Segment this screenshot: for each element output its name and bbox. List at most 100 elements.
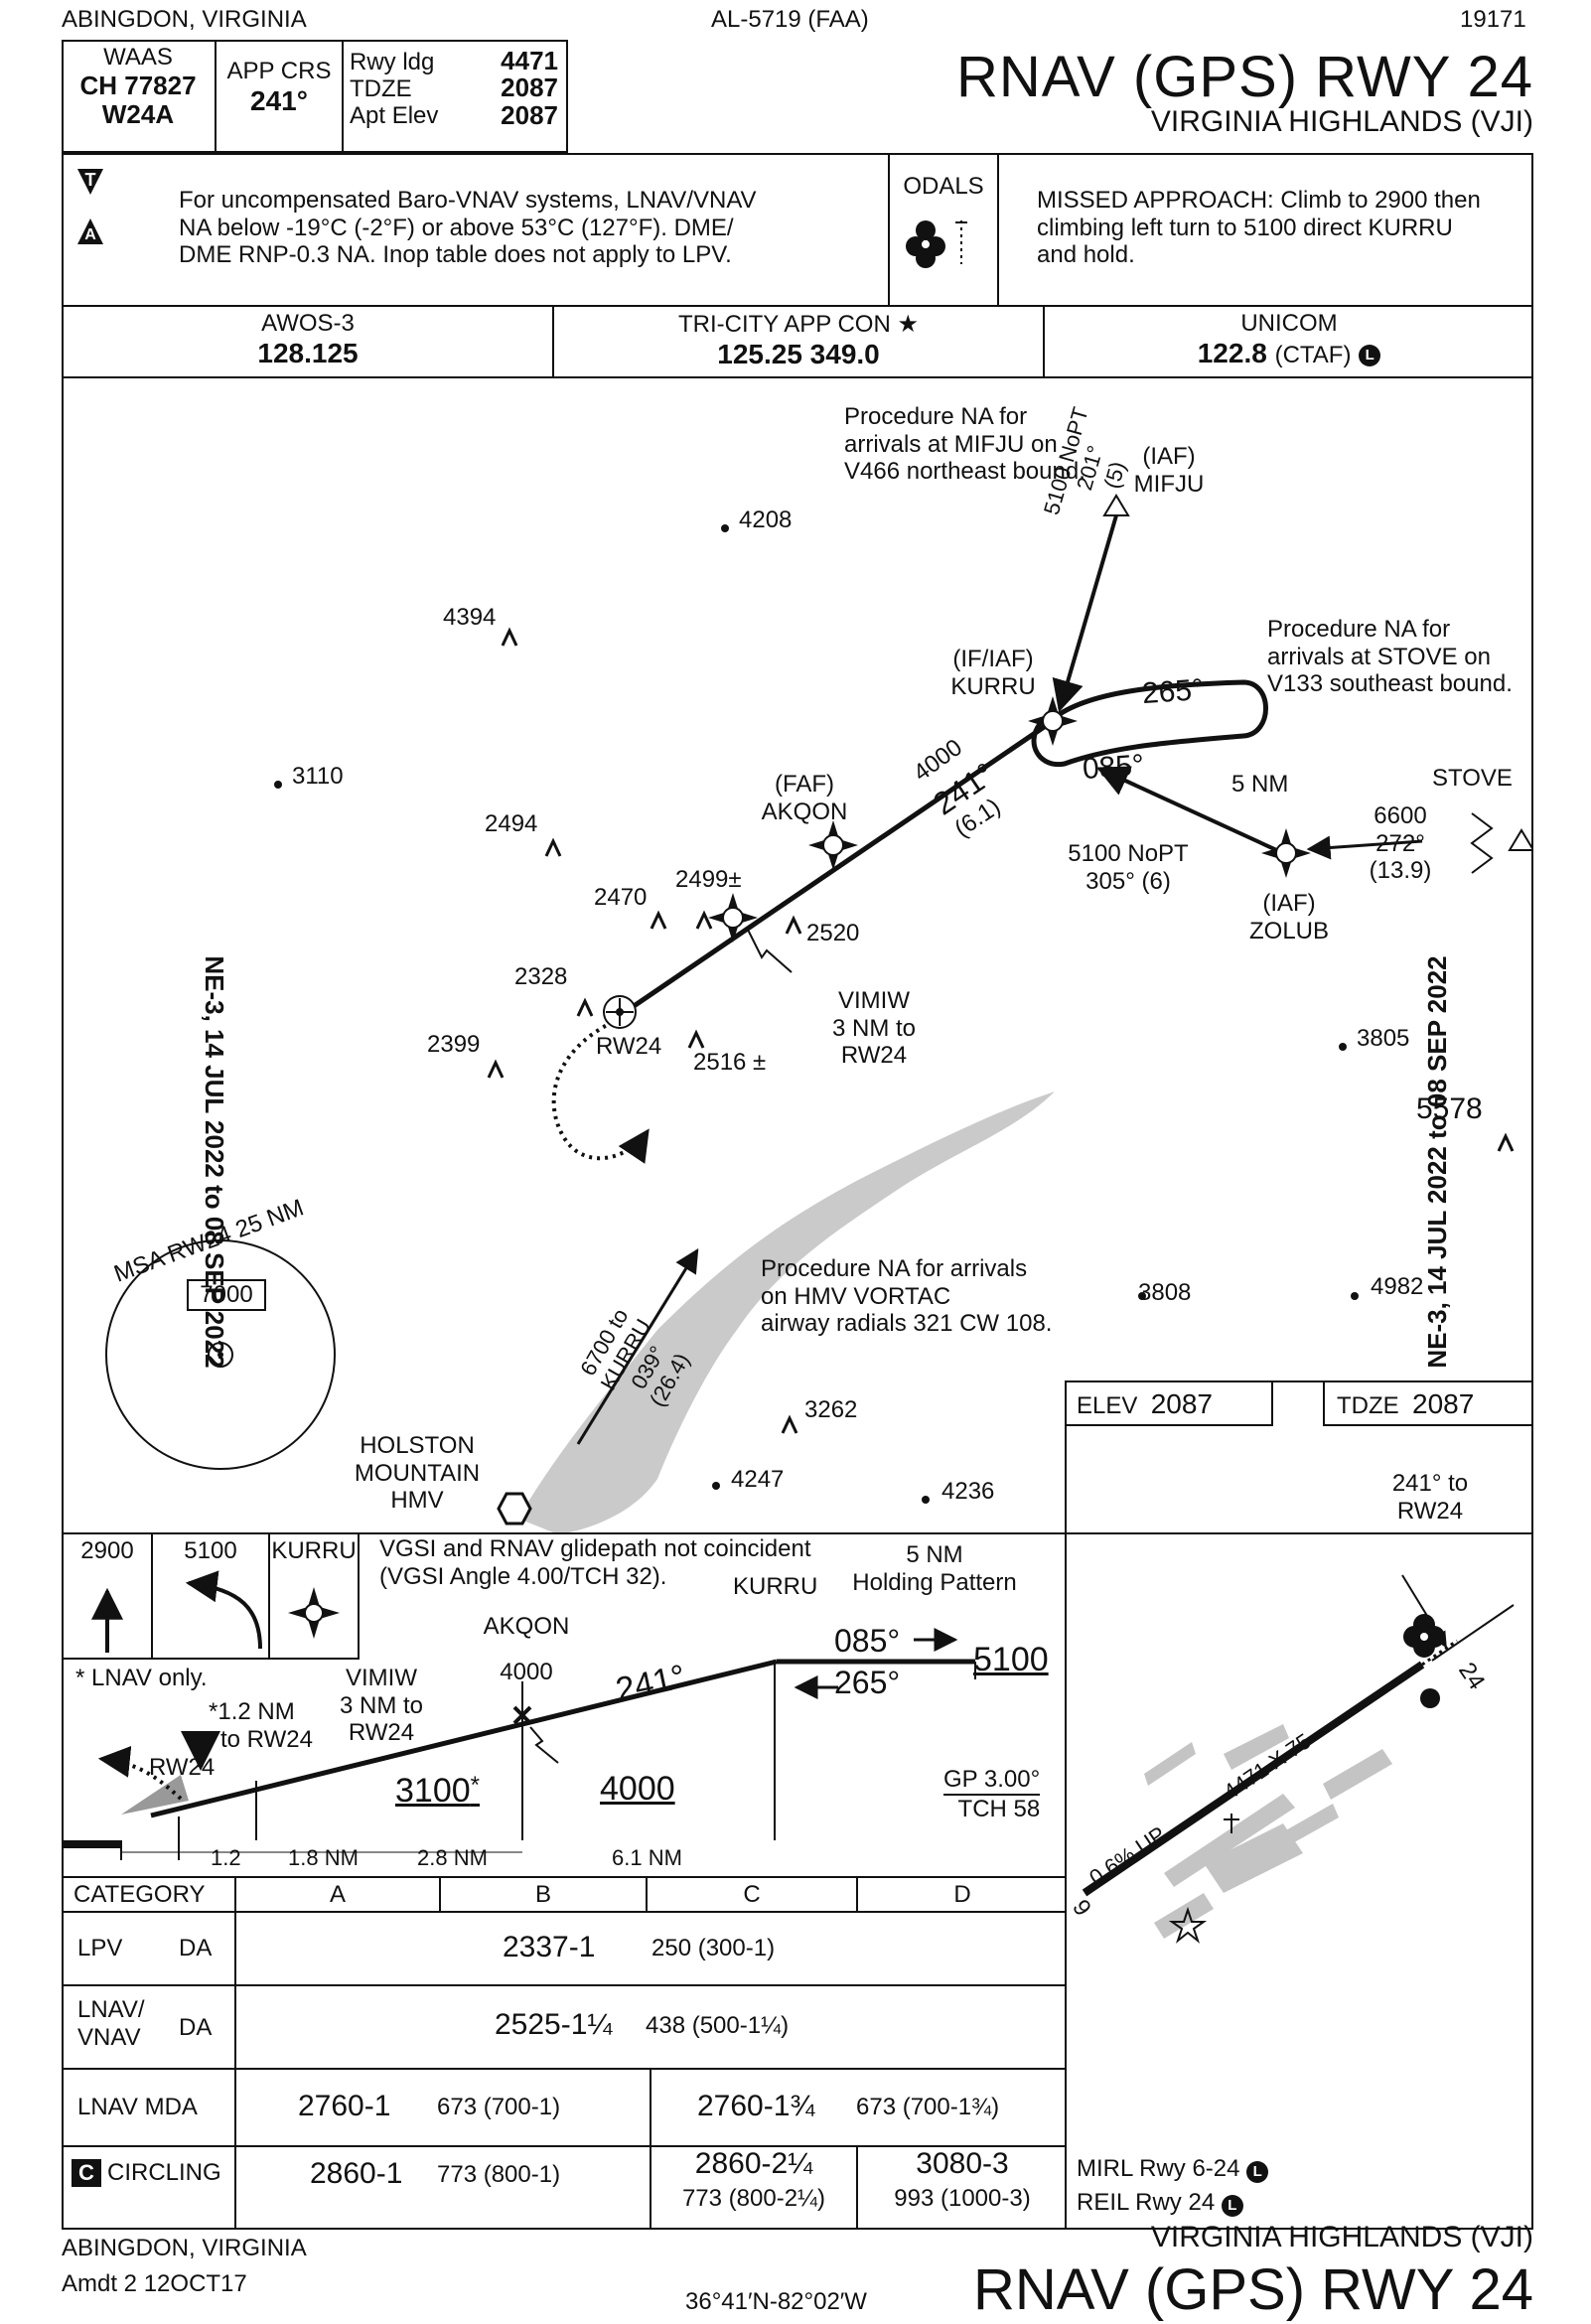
glidepath-note: VGSI and RNAV glidepath not coincident(V… <box>379 1535 811 1590</box>
ma-icon-climb-label: 2900 <box>80 1537 134 1564</box>
hmv-vortac-icon <box>497 1492 532 1525</box>
profile-seg-3: 2.8 NM <box>417 1845 488 1870</box>
awos-block: AWOS-3 128.125 <box>64 310 552 369</box>
lnav-vnav-da: DA <box>179 2014 213 2041</box>
footer-amdt: Amdt 2 12OCT17 <box>62 2270 247 2297</box>
msa-altitude: 7000 <box>187 1279 266 1311</box>
spot-3110: 3110 <box>292 763 344 790</box>
lnav-vnav-minimum-haat: 438 (500-1¼) <box>646 2012 790 2039</box>
profile-kurru: KURRU <box>733 1573 818 1600</box>
tdze-label: TDZE <box>350 74 412 102</box>
spot-2494: 2494 <box>485 810 538 837</box>
ma-icons-drawing <box>91 1570 340 1653</box>
lighting-notes: MIRL Rwy 6-24 L REIL Rwy 24 L <box>1077 2155 1269 2217</box>
msa-circle <box>105 1239 336 1470</box>
lpv-minimum-haat: 250 (300-1) <box>651 1935 776 1961</box>
lnav-mda-ab: 2760-1 <box>298 2090 391 2122</box>
pcl-icon: L <box>1246 2161 1269 2183</box>
category-d: D <box>953 1881 971 1908</box>
spot-2499: 2499± <box>675 866 742 893</box>
spot-4394: 4394 <box>443 604 497 631</box>
hold-inbound-crs: 085° <box>1081 748 1146 787</box>
profile-akqon: AKQON <box>483 1613 570 1640</box>
circling-icon: C <box>72 2159 101 2187</box>
waas-block: WAAS CH 77827 W24A <box>64 44 213 130</box>
odals-icon <box>906 220 967 268</box>
circling-d-haat: 993 (1000-3) <box>894 2185 1031 2212</box>
spot-3262: 3262 <box>804 1396 858 1423</box>
runway-6-24 <box>1082 1661 1425 1897</box>
akqon-label: (FAF)AKQON <box>761 771 848 825</box>
spot-3805: 3805 <box>1357 1025 1410 1052</box>
plan-view-drawing <box>105 494 1533 1534</box>
lnav-vnav-minimum: 2525-1¼ <box>495 2008 613 2041</box>
final-course-line <box>616 718 1055 1020</box>
rwy-ldg-value: 4471 <box>501 46 558 75</box>
approach-control-block: TRI-CITY APP CON ★ 125.25 349.0 <box>554 310 1043 370</box>
footer-airport: VIRGINIA HIGHLANDS (VJI) <box>1150 2221 1533 2253</box>
tdze-value: 2087 <box>501 73 558 103</box>
apt-elev-value: 2087 <box>501 99 558 130</box>
circling-d: 3080-3 <box>916 2147 1009 2180</box>
ad-odals-icon <box>1403 1614 1445 1658</box>
profile-seg-2: 1.8 NM <box>288 1845 359 1870</box>
profile-drawing <box>62 1628 976 1860</box>
ad-elev: ELEV 2087 <box>1077 1388 1214 1419</box>
unicom-ctaf: (CTAF) <box>1274 342 1352 368</box>
unicom-block: UNICOM 122.8 (CTAF) L <box>1045 310 1533 369</box>
rwy-data-labels: Rwy ldg TDZE Apt Elev <box>350 49 438 130</box>
notes-line-1: For uncompensated Baro-VNAV systems, LNA… <box>179 187 757 214</box>
tdze-box <box>1323 1380 1533 1426</box>
odals-label: ODALS <box>903 173 984 200</box>
waas-channel: CH 77827 <box>79 70 197 100</box>
profile-seg-1: 1.2 <box>211 1845 241 1870</box>
spot-elevation-dots <box>274 524 1359 1504</box>
app-con-label: TRI-CITY APP CON <box>677 311 891 338</box>
unicom-label: UNICOM <box>1240 310 1338 337</box>
akqon-fix-icon <box>808 820 858 870</box>
app-crs-label: APP CRS <box>226 58 332 84</box>
app-con-freq: 125.25 349.0 <box>717 339 880 369</box>
profile-missed-path <box>97 1745 183 1801</box>
spot-2516: 2516 ± <box>693 1049 767 1076</box>
app-crs-value: 241° <box>250 84 308 116</box>
profile-seg-4: 6.1 NM <box>612 1845 682 1870</box>
zolub-label: (IAF)ZOLUB <box>1248 890 1329 944</box>
spot-2399: 2399 <box>427 1031 481 1058</box>
mifju-label: (IAF)MIFJU <box>1133 443 1205 498</box>
hold-leg-length: 5 NM <box>1231 771 1289 798</box>
app-crs-block: APP CRS 241° <box>217 58 342 117</box>
circling-label: CIRCLING <box>107 2159 221 2186</box>
lpv-da: DA <box>179 1935 213 1961</box>
category-a: A <box>329 1881 346 1908</box>
profile-out-crs: 085° <box>834 1623 901 1659</box>
header-airport: VIRGINIA HIGHLANDS (VJI) <box>1150 105 1533 138</box>
airport-diagram-frame <box>1065 1380 1533 2230</box>
circling-c-haat: 773 (800-2¼) <box>681 2185 826 2212</box>
category-label: CATEGORY <box>73 1881 206 1908</box>
spot-4247: 4247 <box>731 1466 785 1493</box>
spot-3808: 3808 <box>1138 1279 1192 1306</box>
airport-diagram-drawing <box>1082 1574 1515 1944</box>
lnav-mda-cd: 2760-1¾ <box>697 2090 815 2122</box>
spot-2520: 2520 <box>806 920 860 946</box>
ad-reil-icon <box>1420 1688 1440 1708</box>
spot-4236: 4236 <box>941 1478 995 1505</box>
rw24-plan-label: RW24 <box>596 1033 662 1060</box>
hmv-leg <box>576 1247 699 1445</box>
star-icon: ★ <box>897 311 919 338</box>
vgsi-shade <box>121 1775 189 1815</box>
spot-5578: 5578 <box>1416 1092 1483 1125</box>
spot-2328: 2328 <box>514 963 568 990</box>
header-title: RNAV (GPS) RWY 24 <box>955 45 1533 109</box>
missed-line-3: and hold. <box>1037 241 1135 269</box>
circling-c: 2860-2¼ <box>694 2147 813 2180</box>
notes-line-2: NA below -19°C (-2°F) or above 53°C (127… <box>179 214 734 241</box>
waas-label: WAAS <box>103 44 173 71</box>
